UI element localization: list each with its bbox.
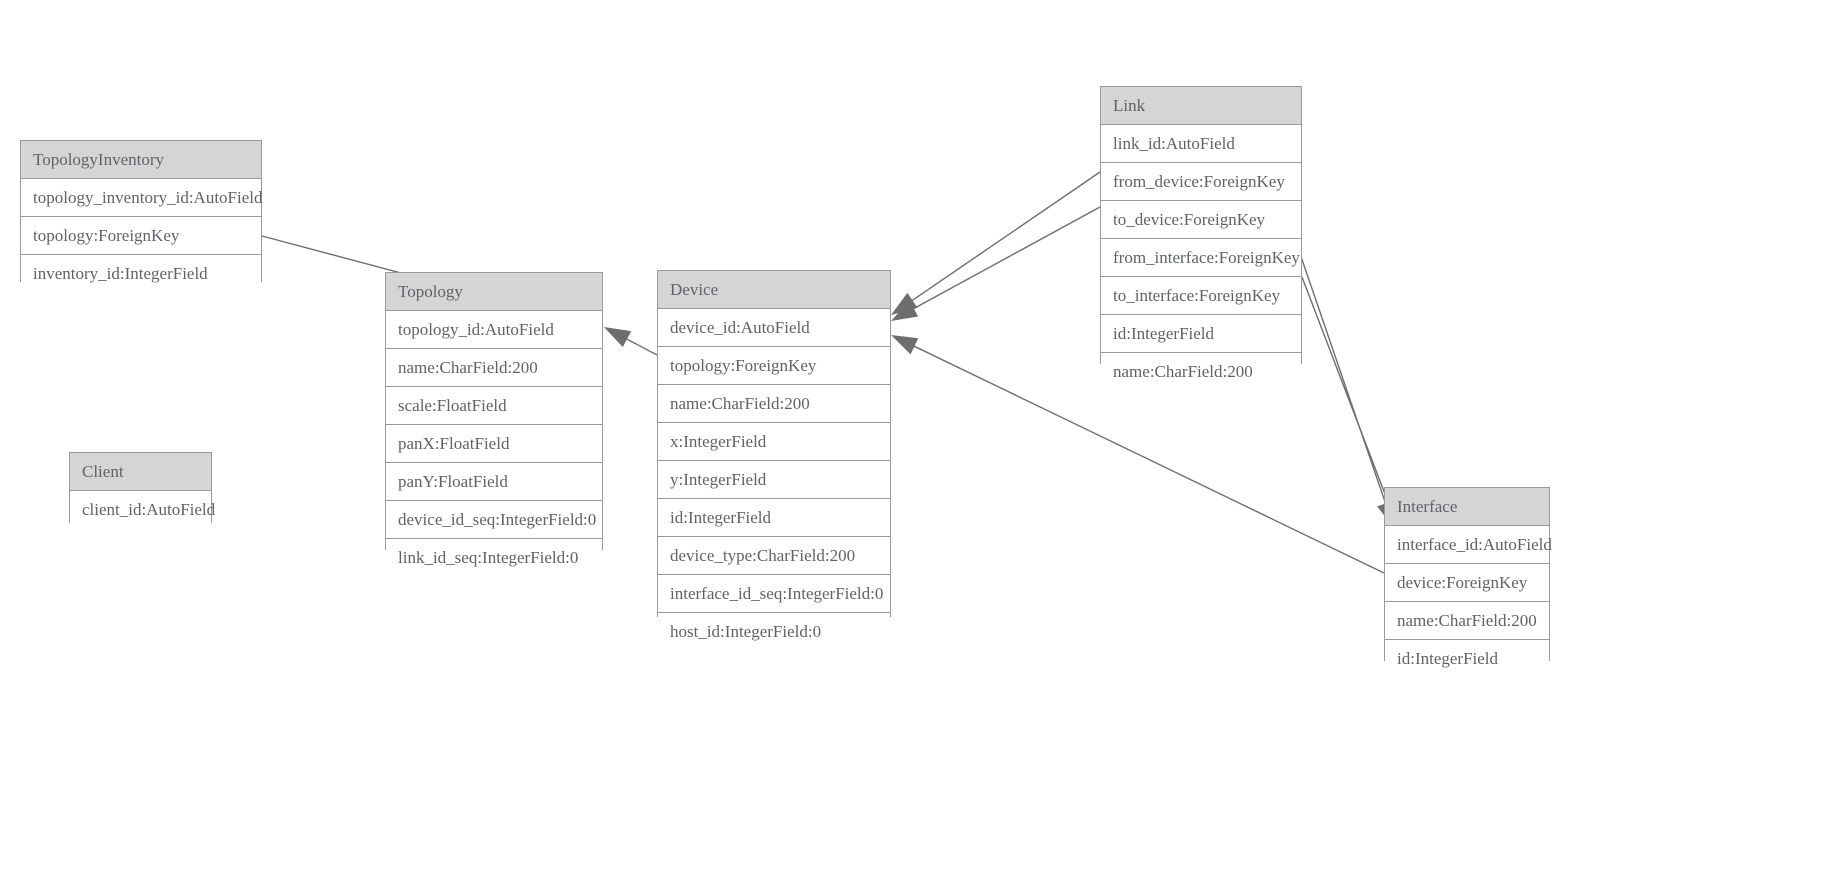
entity-field[interactable]: name:CharField:200 — [1385, 602, 1549, 640]
entity-field[interactable]: interface_id:AutoField — [1385, 526, 1552, 564]
entity-title-topology: Topology — [386, 273, 602, 311]
rel-link-from-device[interactable] — [910, 171, 1101, 303]
entity-field[interactable]: inventory_id:IntegerField — [21, 255, 261, 292]
entity-field[interactable]: to_device:ForeignKey — [1101, 201, 1301, 239]
rel-link-to-device[interactable] — [911, 206, 1101, 311]
rel-link-from-device-arrowhead — [891, 292, 918, 315]
entity-title-interface: Interface — [1385, 488, 1549, 526]
entity-field[interactable]: topology:ForeignKey — [658, 347, 890, 385]
entity-field[interactable]: id:IntegerField — [658, 499, 890, 537]
entity-field[interactable]: topology_inventory_id:AutoField — [21, 179, 263, 217]
entity-field[interactable]: panX:FloatField — [386, 425, 602, 463]
rel-link-to-interface[interactable] — [1301, 276, 1391, 506]
entity-field[interactable]: device:ForeignKey — [1385, 564, 1549, 602]
entity-field[interactable]: panY:FloatField — [386, 463, 602, 501]
rel-device-topology-arrowhead — [604, 327, 632, 348]
entity-field[interactable]: topology_id:AutoField — [386, 311, 602, 349]
entity-field[interactable]: device_type:CharField:200 — [658, 537, 890, 575]
entity-field[interactable]: id:IntegerField — [1101, 315, 1301, 353]
entity-title-link: Link — [1101, 87, 1301, 125]
entity-field[interactable]: device_id:AutoField — [658, 309, 890, 347]
entity-field[interactable]: client_id:AutoField — [70, 491, 215, 528]
entity-title-device: Device — [658, 271, 890, 309]
entity-field[interactable]: name:CharField:200 — [386, 349, 602, 387]
entity-field[interactable]: link_id:AutoField — [1101, 125, 1301, 163]
entity-title-client: Client — [70, 453, 211, 491]
entity-field[interactable]: interface_id_seq:IntegerField:0 — [658, 575, 890, 613]
entity-field[interactable]: to_interface:ForeignKey — [1101, 277, 1301, 315]
rel-link-to-device-arrowhead — [891, 300, 919, 321]
entity-field[interactable]: id:IntegerField — [1385, 640, 1549, 677]
entity-field[interactable]: name:CharField:200 — [658, 385, 890, 423]
entity-field[interactable]: scale:FloatField — [386, 387, 602, 425]
entity-field[interactable]: y:IntegerField — [658, 461, 890, 499]
entity-field[interactable]: from_device:ForeignKey — [1101, 163, 1301, 201]
entity-field[interactable]: topology:ForeignKey — [21, 217, 261, 255]
entity-field[interactable]: host_id:IntegerField:0 — [658, 613, 890, 650]
rel-interface-device-arrowhead — [891, 335, 919, 355]
entity-title-topologyinventory: TopologyInventory — [21, 141, 261, 179]
rel-device-topology[interactable] — [624, 337, 658, 356]
entity-field[interactable]: link_id_seq:IntegerField:0 — [386, 539, 602, 576]
entity-field[interactable]: device_id_seq:IntegerField:0 — [386, 501, 602, 539]
entity-field[interactable]: name:CharField:200 — [1101, 353, 1301, 390]
entity-field[interactable]: x:IntegerField — [658, 423, 890, 461]
rel-link-from-interface[interactable] — [1295, 241, 1387, 506]
entity-field[interactable]: from_interface:ForeignKey — [1101, 239, 1301, 277]
